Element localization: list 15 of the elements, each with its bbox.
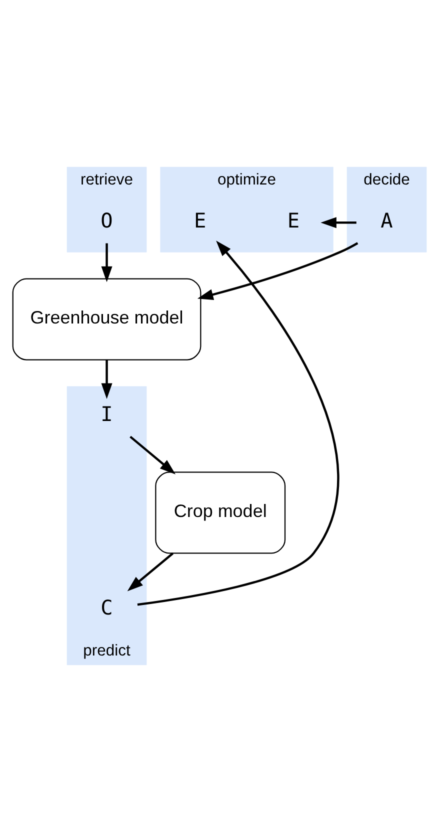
- arrow: [127, 552, 174, 592]
- arrow: [130, 436, 176, 474]
- arrow: [101, 360, 112, 400]
- node-text: C: [100, 595, 113, 620]
- node-text: I: [100, 402, 113, 426]
- arrow: [197, 242, 358, 300]
- node-text: O: [100, 208, 113, 233]
- arrow: [101, 243, 112, 282]
- node-box: Greenhouse model: [12, 278, 202, 360]
- node-text: E: [194, 208, 206, 233]
- node-text: A: [380, 208, 393, 233]
- node-text: E: [287, 208, 300, 233]
- arrow: [137, 240, 340, 606]
- node-box: Crop model: [155, 472, 286, 554]
- arrow: [320, 217, 356, 228]
